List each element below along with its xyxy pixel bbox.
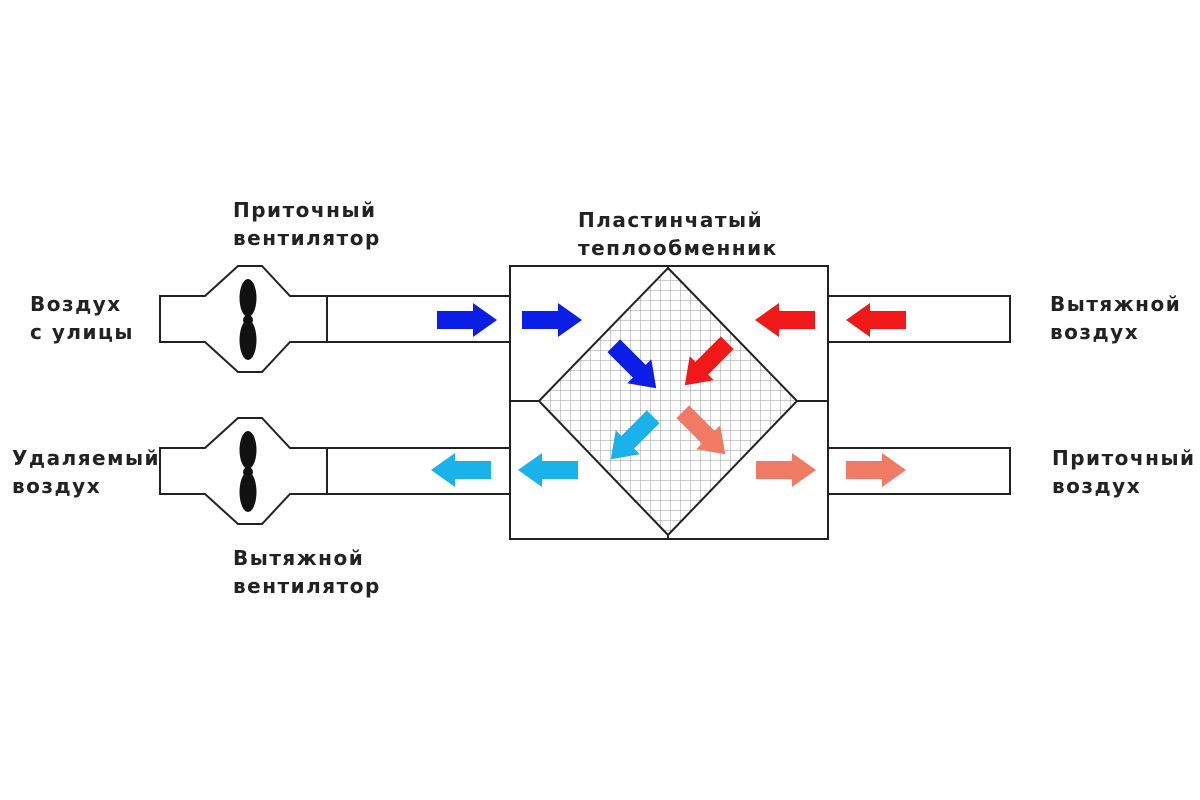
label-heat-exchanger-line1: Пластинчатый — [578, 208, 764, 232]
label-supply-air: Приточный воздух — [1052, 444, 1196, 500]
arrow-removed-2 — [431, 453, 491, 487]
label-exhaust-air-removed: Удаляемый воздух — [12, 444, 160, 500]
arrow-extract-1 — [846, 303, 906, 337]
arrow-supply-core — [676, 405, 726, 455]
label-outdoor-air-line1: Воздух — [30, 292, 122, 316]
label-supply-fan-line2: вентилятор — [233, 226, 381, 250]
label-exhaust-fan-line1: Вытяжной — [233, 546, 365, 570]
arrow-supply-2 — [846, 453, 906, 487]
arrow-supply-1 — [756, 453, 816, 487]
arrow-extract-2 — [755, 303, 815, 337]
supply-fan-icon — [239, 279, 257, 360]
label-heat-exchanger-line2: теплообменник — [578, 236, 778, 260]
label-supply-air-line1: Приточный — [1052, 446, 1196, 470]
label-exhaust-air-removed-line2: воздух — [12, 474, 102, 498]
arrow-removed-1 — [518, 453, 578, 487]
label-outdoor-air-line2: с улицы — [30, 320, 134, 344]
label-supply-fan-line1: Приточный — [233, 198, 377, 222]
label-supply-fan: Приточный вентилятор — [233, 196, 381, 252]
arrow-outdoor-1 — [437, 303, 497, 337]
arrow-outdoor-core — [607, 339, 657, 389]
label-exhaust-fan-line2: вентилятор — [233, 574, 381, 598]
label-heat-exchanger: Пластинчатый теплообменник — [578, 206, 778, 262]
label-supply-air-line2: воздух — [1052, 474, 1142, 498]
label-exhaust-fan: Вытяжной вентилятор — [233, 544, 381, 600]
arrow-outdoor-2 — [522, 303, 582, 337]
label-exhaust-air-removed-line1: Удаляемый — [12, 446, 161, 470]
arrow-extract-core — [684, 336, 734, 386]
label-extract-air: Вытяжной воздух — [1050, 290, 1181, 346]
label-outdoor-air: Воздух с улицы — [30, 290, 134, 346]
arrow-removed-core — [610, 410, 660, 460]
exhaust-fan-icon — [239, 431, 257, 512]
label-extract-air-line2: воздух — [1050, 320, 1140, 344]
label-extract-air-line1: Вытяжной — [1050, 292, 1182, 316]
